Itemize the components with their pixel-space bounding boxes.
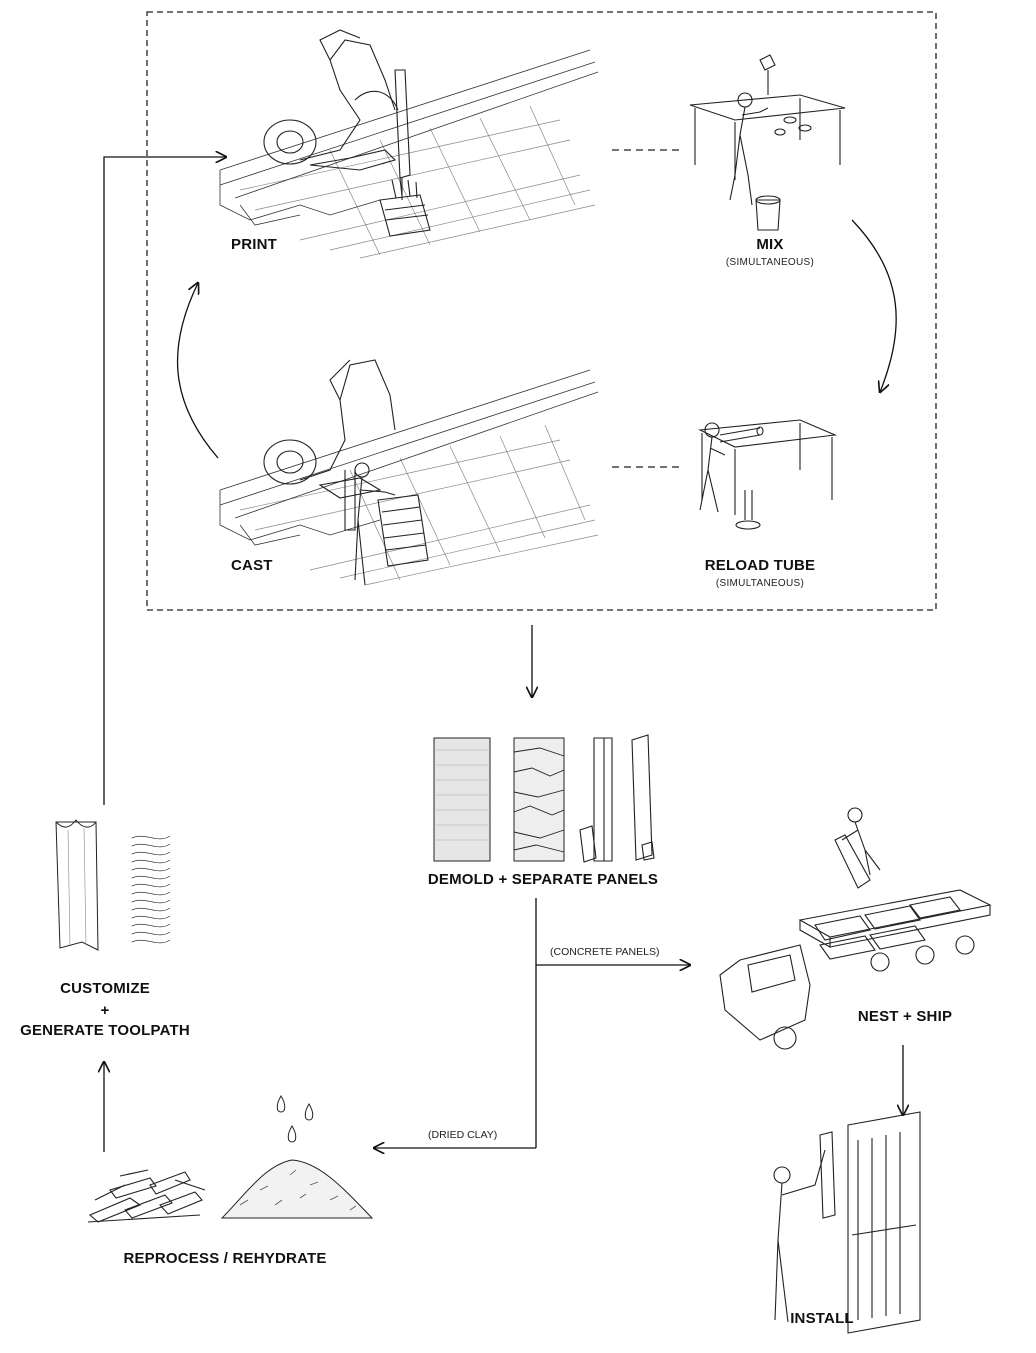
label-cast: CAST — [231, 557, 273, 574]
truck-icon — [719, 889, 992, 1050]
label-customize: CUSTOMIZE — [60, 980, 150, 997]
cast-robot-arm-icon — [263, 359, 396, 531]
cast-to-print-arrow — [176, 283, 219, 459]
label-generate-toolpath: GENERATE TOOLPATH — [20, 1022, 190, 1039]
broken-mold-icon — [513, 737, 565, 862]
clay-pile-icon — [220, 1159, 374, 1219]
label-print: PRINT — [231, 236, 277, 253]
rubble-icon — [87, 1169, 206, 1223]
print-station-illustration — [219, 29, 599, 259]
tube-table-icon — [698, 419, 838, 530]
separated-panels-icon — [579, 734, 655, 863]
installer-icon — [773, 1111, 921, 1334]
label-demold: DEMOLD + SEPARATE PANELS — [427, 871, 659, 888]
label-concrete-panels: (CONCRETE PANELS) — [550, 946, 660, 958]
label-customize-plus: + — [100, 1002, 110, 1019]
mixing-worker-icon — [729, 92, 769, 206]
mixing-table-icon — [689, 54, 846, 231]
note-reload-tube: (SIMULTANEOUS) — [715, 578, 805, 589]
label-dried-clay: (DRIED CLAY) — [428, 1129, 498, 1141]
robot-arm-icon — [263, 29, 411, 200]
cast-station-illustration — [219, 359, 599, 586]
cast-rail — [219, 369, 599, 546]
reload-worker-icon — [699, 422, 726, 513]
note-mix: (SIMULTANEOUS) — [725, 257, 815, 268]
water-drop-icon — [276, 1095, 314, 1143]
production-cell-boundary — [146, 11, 937, 611]
loading-worker-icon — [834, 807, 881, 889]
mix-to-reload-arrow — [851, 219, 897, 392]
label-reprocess: REPROCESS / REHYDRATE — [123, 1250, 327, 1267]
printed-panel-stack — [379, 177, 431, 237]
label-nest-ship: NEST + SHIP — [857, 1008, 953, 1025]
print-rail — [219, 49, 599, 226]
cast-floor-grid — [239, 424, 599, 586]
label-reload-tube: RELOAD TUBE — [704, 557, 816, 574]
customize-to-print-arrow — [103, 157, 226, 805]
toolpath-icon — [55, 819, 171, 951]
cast-worker-icon — [354, 462, 396, 586]
label-install: INSTALL — [790, 1310, 854, 1327]
print-floor-grid — [239, 105, 596, 259]
panel-icon — [433, 737, 491, 862]
label-mix: MIX — [756, 236, 784, 253]
cast-panel-stack — [377, 494, 429, 567]
